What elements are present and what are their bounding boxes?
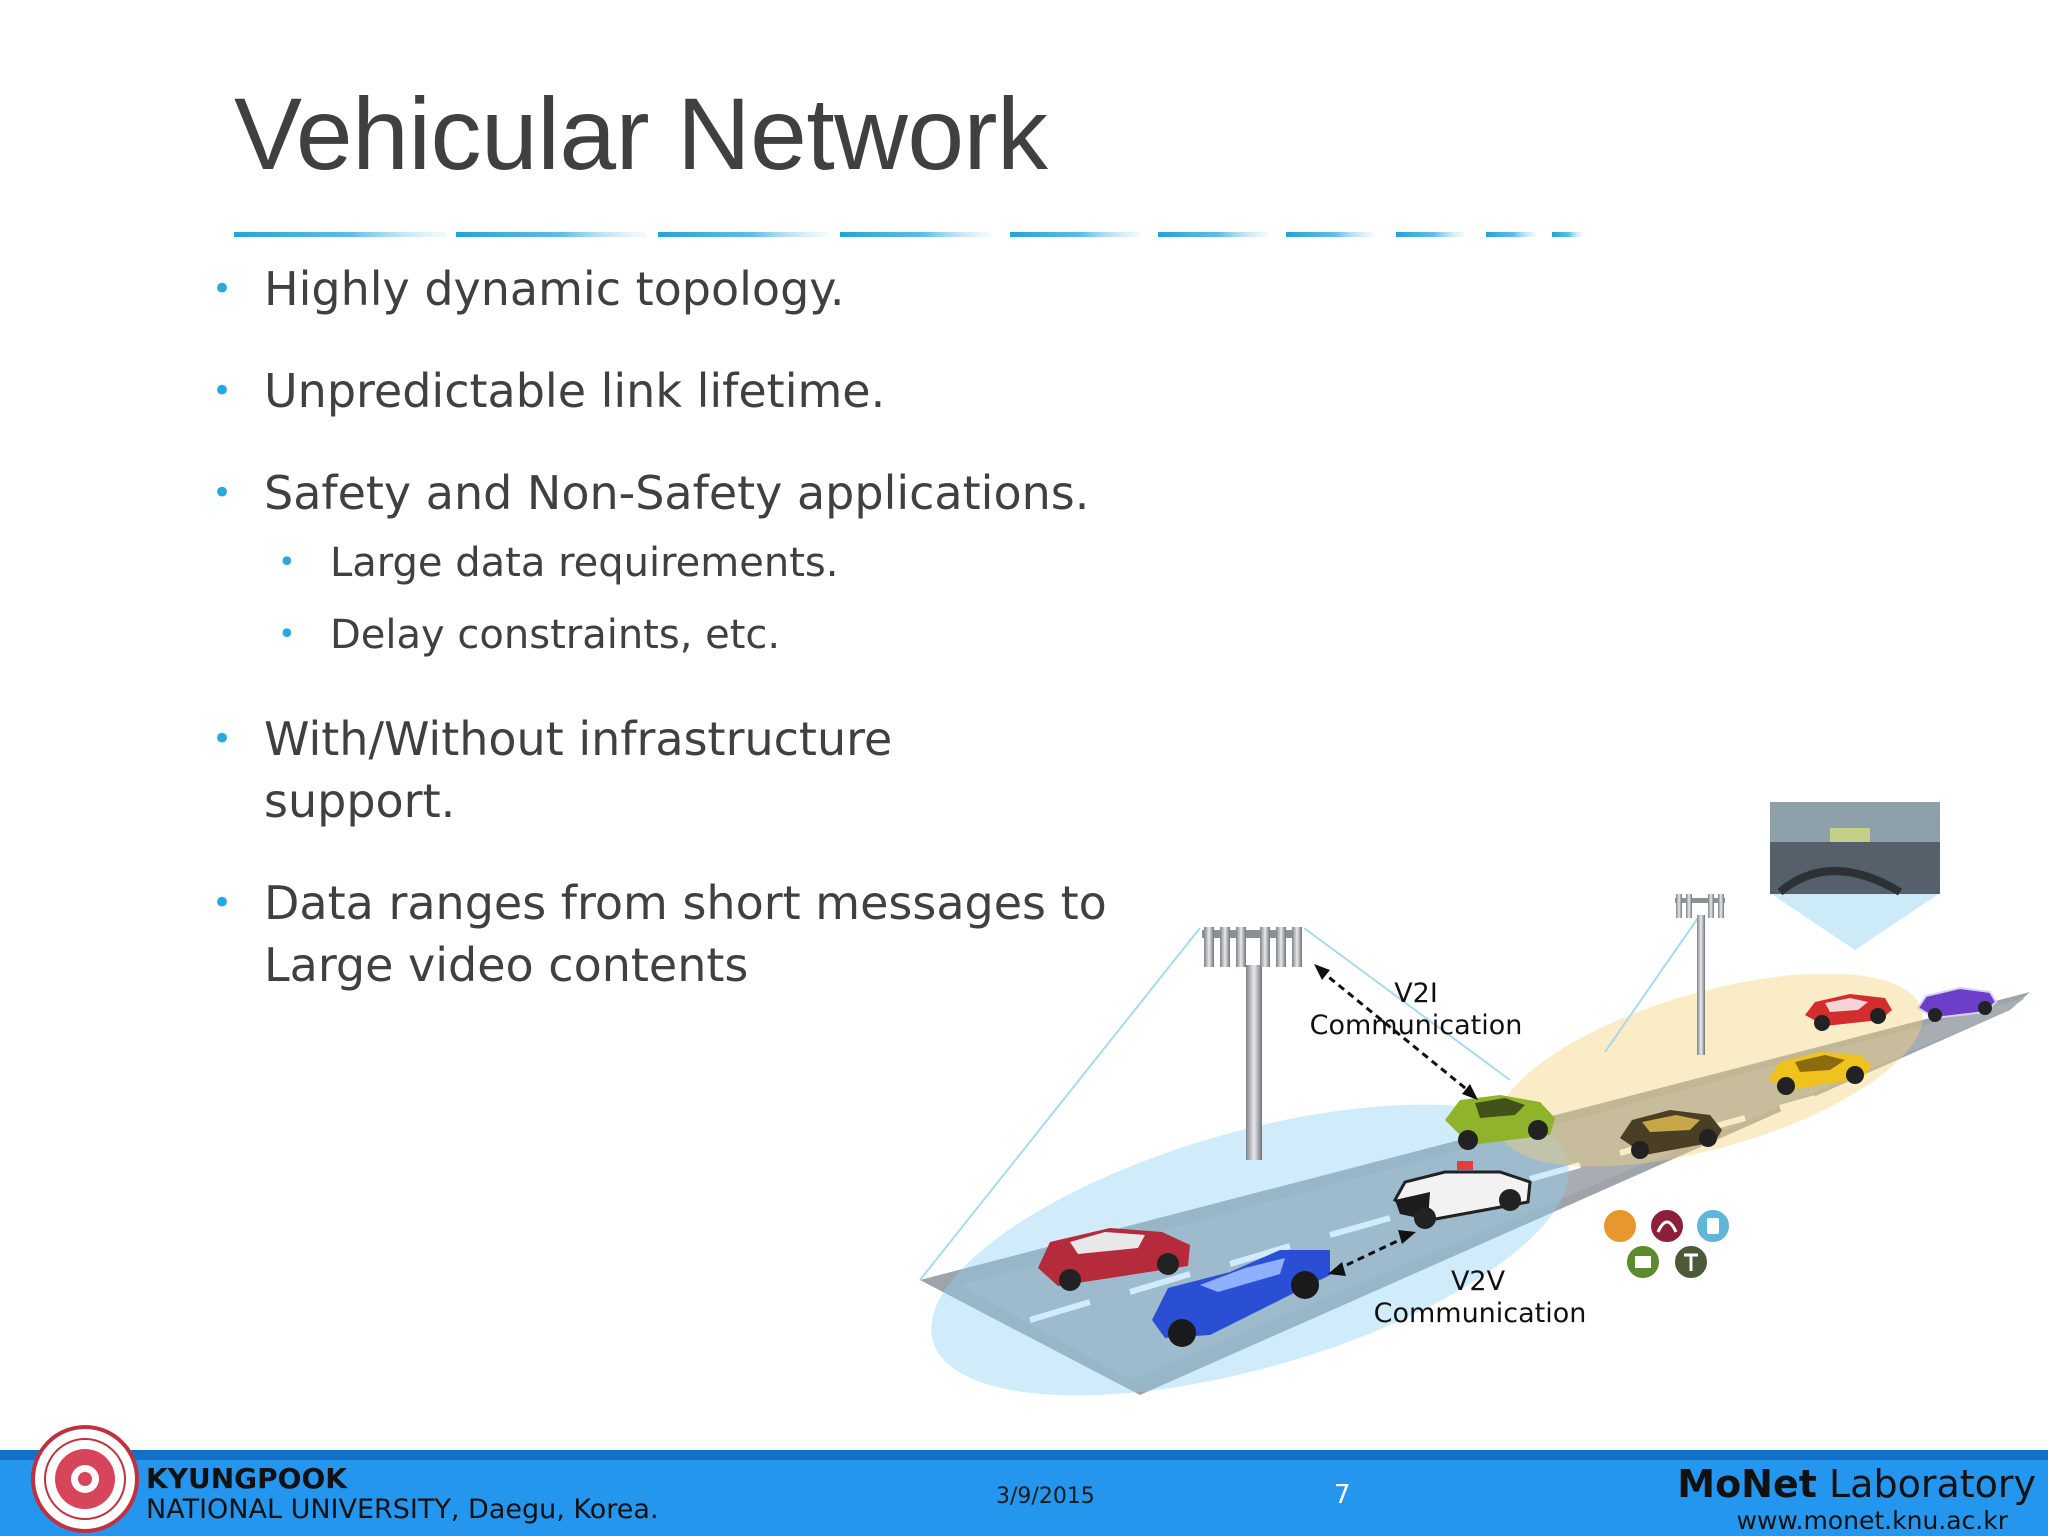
bullet-text: With/Without infrastructure xyxy=(264,712,893,766)
bullet-text: Safety and Non-Safety applications. xyxy=(264,466,1090,520)
v2v-link-arrow xyxy=(1335,1234,1409,1272)
v2v-label: Communication xyxy=(1374,1298,1587,1329)
cell-tower-icon xyxy=(1202,927,1302,1160)
university-name: KYUNGPOOK xyxy=(146,1462,347,1495)
bullet-marker: • xyxy=(212,883,233,923)
bullet-marker: • xyxy=(212,371,233,411)
coverage-beams xyxy=(919,914,1701,1281)
service-icons xyxy=(1602,1208,1731,1280)
lab-name: MoNet Laboratory xyxy=(1677,1462,2036,1506)
university-seal-icon xyxy=(31,1425,139,1533)
bullet-marker: • xyxy=(278,617,296,652)
car-icon xyxy=(1445,1095,1555,1150)
arrow-head xyxy=(1314,964,1330,980)
cell-tower-icon xyxy=(1675,894,1725,1055)
bullet-text: Data ranges from short messages to xyxy=(264,876,1107,930)
v2i-label: Communication xyxy=(1310,1010,1523,1041)
arrow-head xyxy=(1328,1262,1346,1276)
lab-name-bold: MoNet xyxy=(1677,1462,1817,1506)
bullet-marker: • xyxy=(278,545,296,580)
car-icon xyxy=(1768,1052,1872,1095)
title-underline xyxy=(234,232,1582,237)
bullet-text: Large data requirements. xyxy=(330,540,839,586)
car-icon xyxy=(1038,1228,1190,1291)
bullet-text-continuation: Large video contents xyxy=(264,938,749,992)
bullet-text: Delay constraints, etc. xyxy=(330,612,781,658)
bullet-text: Unpredictable link lifetime. xyxy=(264,364,886,418)
bullet-text: Highly dynamic topology. xyxy=(264,262,845,316)
car-icon xyxy=(1152,1250,1330,1347)
lab-url: www.monet.knu.ac.kr xyxy=(1736,1506,2009,1535)
car-icon xyxy=(1805,994,1892,1031)
slide-title: Vehicular Network xyxy=(234,77,1048,191)
bullet-marker: • xyxy=(212,719,233,759)
vehicular-network-diagram: V2I Communication V2V Communication xyxy=(919,802,2030,1396)
bullet-text-continuation: support. xyxy=(264,774,456,828)
arrow-head xyxy=(1398,1230,1416,1244)
v2v-coverage-zone xyxy=(931,1104,1569,1396)
heads-up-display-icon xyxy=(1770,802,1940,950)
arrow-head xyxy=(1462,1084,1478,1100)
car-icon xyxy=(1620,1110,1722,1159)
footer-bar xyxy=(0,1450,2048,1536)
university-location: NATIONAL UNIVERSITY, Daegu, Korea. xyxy=(146,1494,659,1525)
v2i-link-arrow xyxy=(1319,968,1471,1094)
v2v-label: V2V xyxy=(1451,1266,1506,1297)
gallery-icon xyxy=(1602,1208,1638,1244)
v2i-label: V2I xyxy=(1394,978,1438,1009)
car-icon xyxy=(1392,1161,1532,1229)
slide-date: 3/9/2015 xyxy=(996,1484,1095,1509)
page-number: 7 xyxy=(1334,1480,1351,1510)
bullet-marker: • xyxy=(212,473,233,513)
bullet-marker: • xyxy=(212,269,233,309)
lab-name-rest: Laboratory xyxy=(1816,1462,2036,1506)
car-icon xyxy=(1916,986,1998,1022)
headphones-icon xyxy=(1649,1208,1685,1244)
